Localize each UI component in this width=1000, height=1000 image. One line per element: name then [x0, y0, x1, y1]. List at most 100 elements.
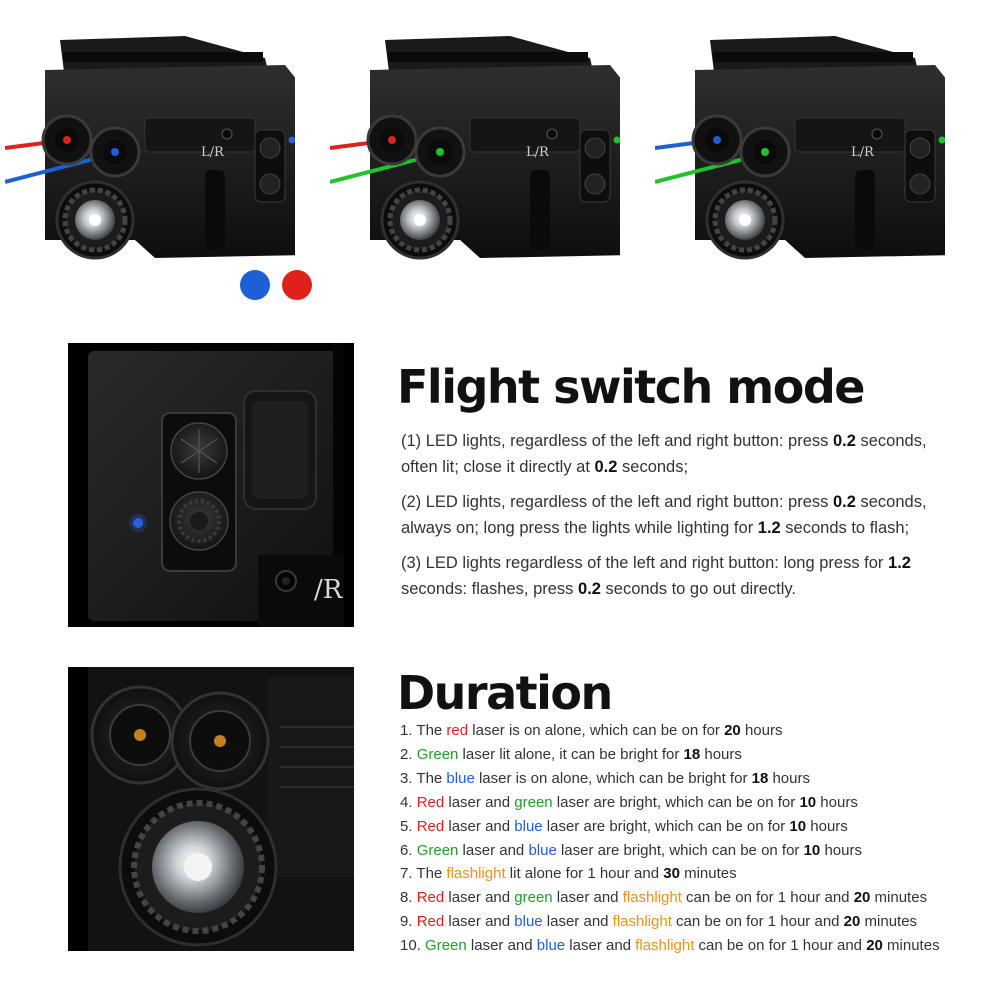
text-segment: laser and	[542, 913, 613, 931]
text-segment: 10	[803, 841, 821, 859]
text-segment: seconds;	[617, 458, 689, 476]
blue-laser-swatch	[240, 270, 270, 300]
duration-heading: Duration	[397, 666, 613, 720]
text-segment: 20	[853, 889, 871, 907]
lr-label: L/R	[526, 145, 550, 160]
text-segment: minutes	[860, 913, 918, 931]
text-segment: 3. The	[400, 769, 447, 787]
text-segment: laser and	[444, 889, 515, 907]
flight-switch-heading: Flight switch mode	[397, 360, 865, 414]
text-segment: 18	[683, 745, 701, 763]
flight-switch-item: (1) LED lights, regardless of the left a…	[401, 428, 961, 480]
text-segment: 5.	[400, 817, 417, 835]
text-segment: (1) LED lights, regardless of the left a…	[401, 432, 833, 450]
switch-closeup-photo: /R	[68, 343, 354, 627]
text-segment: Red	[416, 889, 445, 907]
text-segment: hours	[768, 769, 810, 787]
text-segment: 2.	[400, 745, 417, 763]
text-segment: Red	[416, 817, 445, 835]
duration-item: 6. Green laser and blue laser are bright…	[400, 839, 980, 863]
text-segment: blue	[446, 769, 475, 787]
text-segment: blue	[536, 937, 566, 955]
text-segment: laser are bright, which can be on for	[542, 817, 790, 835]
text-segment: 10	[799, 793, 817, 811]
text-segment: green	[514, 889, 553, 907]
duration-item: 9. Red laser and blue laser and flashlig…	[400, 910, 980, 934]
text-segment: Red	[416, 793, 445, 811]
text-segment: laser and	[444, 817, 515, 835]
product-image-blue-red: L/R	[5, 30, 295, 270]
text-segment: seconds: flashes, press	[401, 580, 579, 598]
text-segment: minutes	[882, 937, 940, 955]
text-segment: 20	[866, 937, 883, 955]
duration-item: 10. Green laser and blue laser and flash…	[400, 934, 980, 958]
text-segment: laser and	[466, 937, 537, 955]
text-segment: hours	[816, 793, 858, 811]
text-segment: laser and	[565, 937, 636, 955]
text-segment: 7. The	[400, 865, 447, 883]
text-segment: seconds to flash;	[780, 519, 910, 537]
text-segment: can be on for 1 hour and	[681, 889, 854, 907]
text-segment: blue	[528, 841, 557, 859]
text-segment: laser are bright, which can be on for	[556, 841, 804, 859]
text-segment: 4.	[400, 793, 417, 811]
text-segment: (3) LED lights regardless of the left an…	[401, 554, 889, 572]
text-segment: red	[446, 722, 469, 739]
lr-label: L/R	[851, 145, 875, 160]
text-segment: seconds to go out directly.	[600, 580, 797, 598]
text-segment: 20	[724, 722, 741, 739]
flight-switch-item: (3) LED lights regardless of the left an…	[401, 550, 961, 602]
text-segment: Green	[416, 841, 459, 859]
text-segment: flashlight	[612, 913, 672, 931]
lr-label: L/R	[201, 145, 225, 160]
duration-item: 4. Red laser and green laser are bright,…	[400, 791, 980, 815]
text-segment: flashlight	[635, 937, 695, 955]
text-segment: laser are bright, which can be on for	[552, 793, 800, 811]
duration-item: 2. Green laser lit alone, it can be brig…	[400, 743, 980, 767]
text-segment: flashlight	[446, 865, 506, 883]
text-segment: 1.2	[888, 554, 911, 572]
text-segment: laser and	[458, 841, 529, 859]
text-segment: 10.	[400, 937, 426, 955]
duration-item: 1. The red laser is on alone, which can …	[400, 719, 980, 743]
text-segment: 9.	[400, 913, 417, 931]
duration-item: 8. Red laser and green laser and flashli…	[400, 886, 980, 910]
text-segment: 30	[663, 865, 680, 883]
text-segment: laser lit alone, it can be bright for	[458, 745, 684, 763]
text-segment: can be on for 1 hour and	[694, 937, 867, 955]
flight-switch-list: (1) LED lights, regardless of the left a…	[401, 428, 961, 611]
text-segment: lit alone for 1 hour and	[505, 865, 664, 883]
text-segment: flashlight	[622, 889, 682, 907]
product-image-blue-green: L/R	[655, 30, 945, 270]
text-segment: 20	[843, 913, 861, 931]
lens-closeup-photo	[68, 667, 354, 951]
text-segment: 0.2	[594, 458, 618, 476]
text-segment: blue	[514, 913, 543, 931]
laser-color-swatches	[240, 270, 312, 302]
text-segment: seconds, always on; long press the light…	[401, 493, 927, 537]
text-segment: 0.2	[578, 580, 601, 598]
text-segment: 1.2	[757, 519, 781, 537]
text-segment: laser and	[552, 889, 623, 907]
duration-item: 5. Red laser and blue laser are bright, …	[400, 815, 980, 839]
text-segment: Green	[425, 937, 467, 955]
text-segment: hours	[806, 817, 848, 835]
closeup-lr-label: /R	[314, 575, 344, 605]
text-segment: (2) LED lights, regardless of the left a…	[401, 493, 833, 511]
text-segment: laser is on alone, which can be on for	[468, 722, 725, 739]
duration-item: 3. The blue laser is on alone, which can…	[400, 767, 980, 791]
text-segment: 6.	[400, 841, 417, 859]
duration-item: 7. The flashlight lit alone for 1 hour a…	[400, 862, 980, 886]
text-segment: hours	[700, 745, 742, 763]
text-segment: seconds, often lit; close it directly at	[401, 432, 927, 476]
text-segment: laser is on alone, which can be bright f…	[474, 769, 752, 787]
red-laser-swatch	[282, 270, 312, 300]
text-segment: 1. The	[400, 722, 447, 739]
text-segment: 18	[751, 769, 769, 787]
text-segment: can be on for 1 hour and	[671, 913, 844, 931]
text-segment: laser and	[444, 793, 515, 811]
product-image-red-green: L/R	[330, 30, 620, 270]
text-segment: Green	[416, 745, 459, 763]
text-segment: laser and	[444, 913, 515, 931]
flight-switch-item: (2) LED lights, regardless of the left a…	[401, 489, 961, 541]
